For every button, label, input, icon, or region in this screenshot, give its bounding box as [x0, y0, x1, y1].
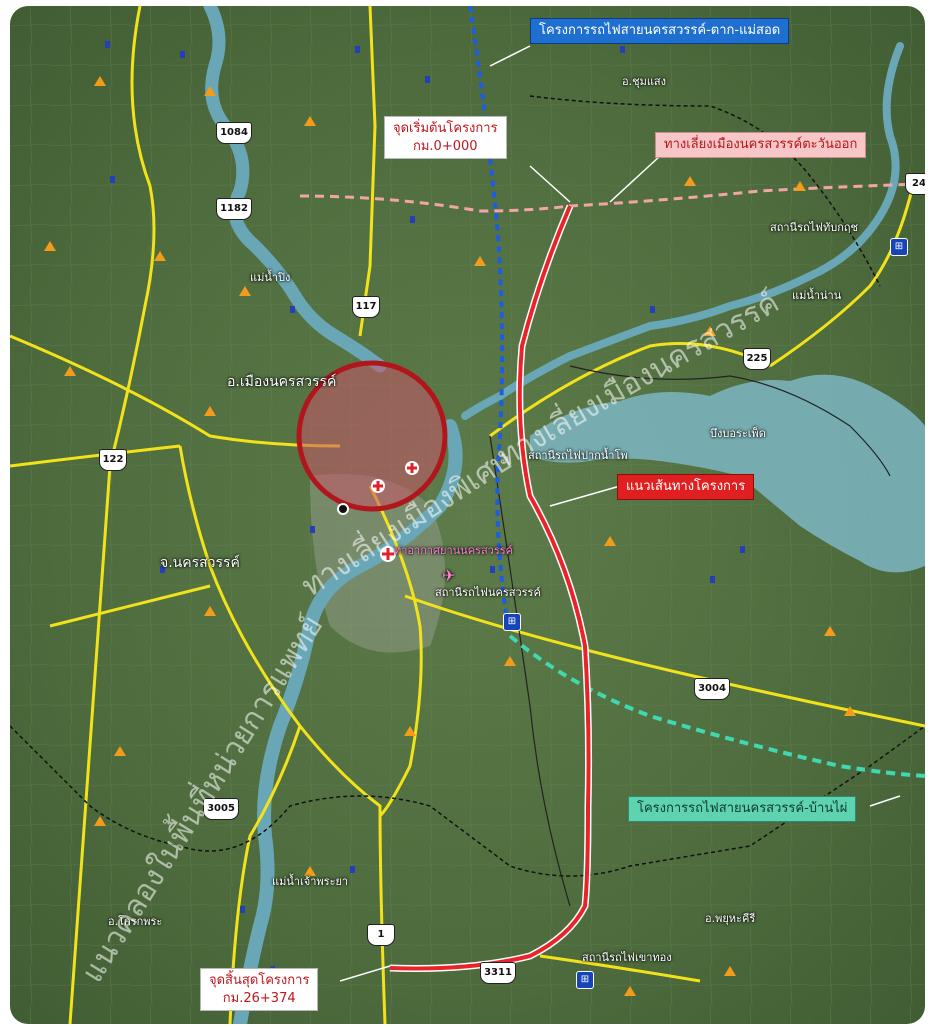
- road-shield-3311: 3311: [480, 962, 516, 984]
- rail-banphai-line: [508, 634, 925, 778]
- road-shield-117: 117: [352, 296, 380, 318]
- road-shield-1: 1: [367, 924, 395, 946]
- label-river-nan: แม่น้ำน่าน: [792, 289, 842, 302]
- project-start-km: กม.0+000: [412, 138, 478, 154]
- label-station-pak-nam-pho: สถานีรถไฟปากน้ำโพ: [528, 449, 628, 462]
- terrain-fields: [10, 6, 925, 1024]
- label-station-nakhon-sawan: สถานีรถไฟนครสวรรค์: [435, 586, 541, 599]
- hospital-markers: [371, 461, 419, 562]
- callout-rail-banphai: โครงการรถไฟสายนครสวรรค์-บ้านไผ่: [628, 796, 857, 822]
- label-krok-phra: อ.โกรกพระ: [108, 915, 163, 928]
- river-chao-phraya: [233, 419, 463, 1024]
- road-shield-24: 24: [905, 173, 925, 195]
- callout-project-route: แนวเส้นทางโครงการ: [617, 474, 755, 500]
- road-shield-225: 225: [743, 348, 771, 370]
- project-start-title: จุดเริ่มต้นโครงการ: [393, 121, 498, 136]
- label-lake-bueng-boraphet: บึงบอระเพ็ด: [710, 427, 766, 440]
- lake-bueng-boraphet: [530, 374, 925, 573]
- airplane-icon: ✈: [442, 566, 456, 585]
- road-shield-1084: 1084: [216, 122, 252, 144]
- label-station-khao-thong: สถานีรถไฟเขาทอง: [582, 951, 672, 964]
- label-airport: ท่าอากาศยานนครสวรรค์: [394, 544, 514, 557]
- label-river-ping: แม่น้ำปิง: [250, 271, 291, 284]
- school-markers: [105, 41, 745, 973]
- callout-bypass-east: ทางเลี่ยงเมืองนครสวรรค์ตะวันออก: [655, 132, 867, 158]
- city-center-dot: [337, 503, 349, 515]
- district-boundaries: [10, 95, 925, 877]
- project-end-title: จุดสิ้นสุดโครงการ: [209, 973, 310, 988]
- train-station-icon: ⊞: [890, 238, 908, 256]
- callout-project-end: จุดสิ้นสุดโครงการ กม.26+374: [200, 968, 319, 1012]
- road-shield-1182: 1182: [216, 198, 252, 220]
- project-end-km: กม.26+374: [222, 990, 296, 1006]
- village-markers: [44, 76, 856, 996]
- label-phayuha-khiri: อ.พยุหะคีรี: [705, 912, 756, 925]
- train-station-icon: ⊞: [503, 613, 521, 631]
- callout-connectors: [339, 45, 901, 982]
- amphoe-boundaries: [489, 365, 891, 907]
- map-container[interactable]: 1084 1182 117 122 225 3004 3005 1 3311 2…: [10, 6, 925, 1024]
- label-river-chao-phraya: แม่น้ำเจ้าพระยา: [272, 875, 349, 888]
- bypass-east-line: [299, 182, 925, 213]
- callout-project-start: จุดเริ่มต้นโครงการ กม.0+000: [384, 116, 507, 160]
- callout-rail-tak-maesot: โครงการรถไฟสายนครสวรรค์-ตาก-แม่สอด: [530, 18, 790, 44]
- road-shield-3005: 3005: [203, 798, 239, 820]
- project-route-line-core: [389, 205, 591, 971]
- label-nakhon-sawan-province: จ.นครสวรรค์: [160, 555, 240, 571]
- road-shield-122: 122: [99, 449, 127, 471]
- train-station-icon: ⊞: [576, 971, 594, 989]
- road-shield-3004: 3004: [694, 678, 730, 700]
- label-mueang-nakhon-sawan: อ.เมืองนครสวรรค์: [227, 374, 337, 390]
- river-nan: [461, 42, 904, 420]
- label-station-thap-krit: สถานีรถไฟทับกฤช: [770, 221, 858, 234]
- label-chum-saeng: อ.ชุมแสง: [622, 75, 666, 88]
- map-canvas[interactable]: [10, 6, 925, 1024]
